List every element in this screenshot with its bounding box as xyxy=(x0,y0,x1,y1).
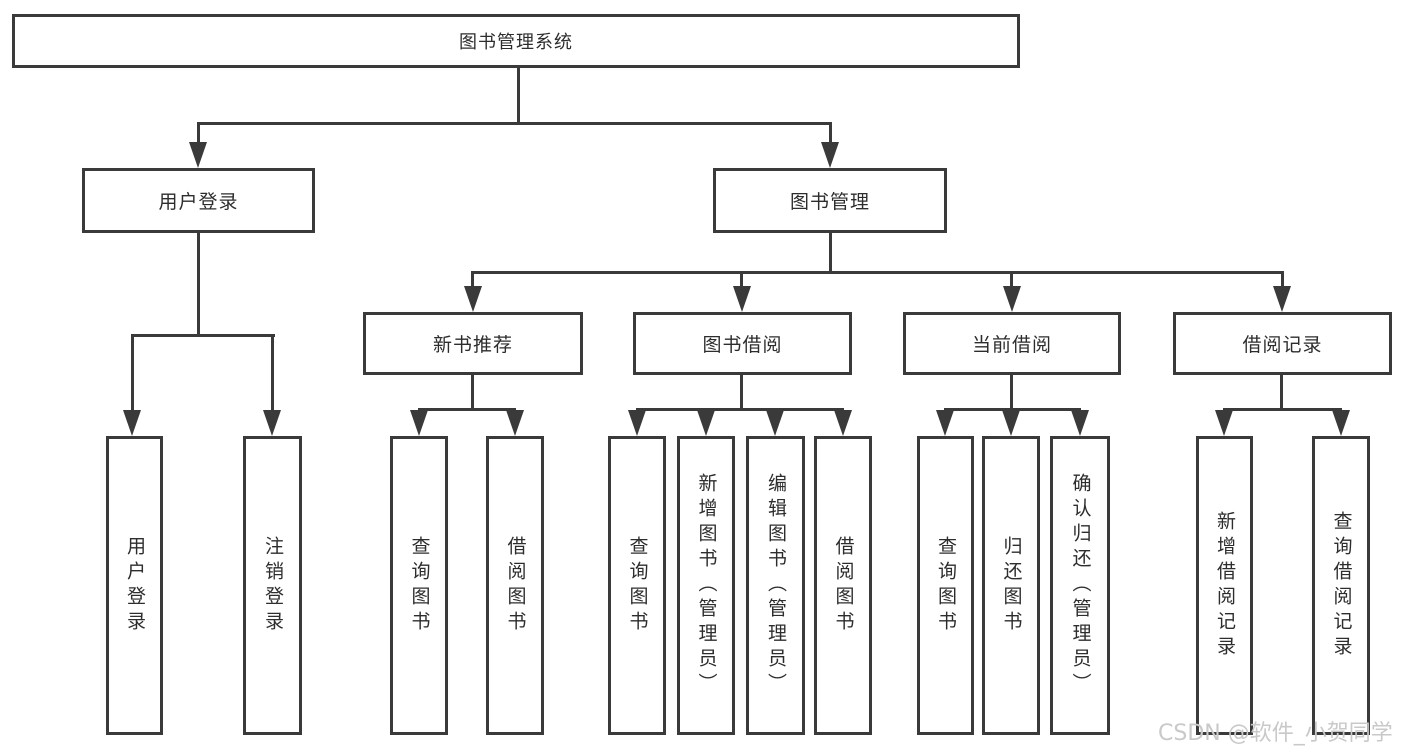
node-borrowing-records: 借阅记录 xyxy=(1173,312,1392,375)
node-new-book-recommendation: 新书推荐 xyxy=(363,312,583,375)
arrowhead-icon xyxy=(506,410,524,436)
connector-line xyxy=(1010,375,1013,411)
connector-line xyxy=(740,375,743,411)
connector-line xyxy=(1010,271,1013,288)
node-current-borrowing: 当前借阅 xyxy=(903,312,1121,375)
connector-line xyxy=(829,122,832,146)
node-book-management: 图书管理 xyxy=(713,168,947,233)
node-leaf-add-borrow-record: 新增借阅记录 xyxy=(1196,436,1253,735)
arrowhead-icon xyxy=(1002,410,1020,436)
connector-line xyxy=(517,68,520,124)
connector-line xyxy=(197,233,200,336)
arrowhead-icon xyxy=(1003,286,1021,312)
arrowhead-icon xyxy=(1273,286,1291,312)
node-library-system: 图书管理系统 xyxy=(12,14,1020,68)
arrowhead-icon xyxy=(263,410,281,436)
node-leaf-query-books-recommend: 查询图书 xyxy=(390,436,448,735)
watermark: CSDN @软件_小贺同学 xyxy=(1158,721,1393,746)
connector-line xyxy=(471,375,474,411)
arrowhead-icon xyxy=(733,286,751,312)
connector-line xyxy=(740,271,743,288)
connector-line xyxy=(271,334,274,414)
arrowhead-icon xyxy=(1071,410,1089,436)
node-leaf-query-books-borrowing: 查询图书 xyxy=(608,436,666,735)
node-leaf-add-books-admin: 新增图书（管理员） xyxy=(677,436,735,735)
connector-line xyxy=(197,122,200,146)
node-leaf-borrow-books-recommend: 借阅图书 xyxy=(486,436,544,735)
connector-line xyxy=(944,408,1081,411)
connector-line xyxy=(471,271,474,288)
connector-line xyxy=(471,271,1284,274)
node-leaf-query-borrow-record: 查询借阅记录 xyxy=(1312,436,1370,735)
node-leaf-borrow-books: 借阅图书 xyxy=(814,436,872,735)
node-leaf-user-login: 用户登录 xyxy=(106,436,163,735)
node-book-borrowing: 图书借阅 xyxy=(633,312,852,375)
node-leaf-confirm-return-admin: 确认归还（管理员） xyxy=(1050,436,1110,735)
arrowhead-icon xyxy=(766,410,784,436)
connector-line xyxy=(131,334,134,414)
arrowhead-icon xyxy=(697,410,715,436)
node-leaf-logout: 注销登录 xyxy=(243,436,302,735)
node-leaf-query-books-current: 查询图书 xyxy=(917,436,974,735)
arrowhead-icon xyxy=(936,410,954,436)
arrowhead-icon xyxy=(834,410,852,436)
connector-line xyxy=(1280,375,1283,411)
arrowhead-icon xyxy=(189,142,207,168)
node-leaf-return-books: 归还图书 xyxy=(982,436,1040,735)
connector-line xyxy=(636,408,844,411)
connector-line xyxy=(197,122,832,125)
arrowhead-icon xyxy=(1332,410,1350,436)
node-leaf-edit-books-admin: 编辑图书（管理员） xyxy=(746,436,805,735)
arrowhead-icon xyxy=(1215,410,1233,436)
arrowhead-icon xyxy=(123,410,141,436)
arrowhead-icon xyxy=(821,142,839,168)
arrowhead-icon xyxy=(410,410,428,436)
connector-line xyxy=(829,233,832,273)
node-user-login: 用户登录 xyxy=(82,168,315,233)
connector-line xyxy=(418,408,516,411)
connector-line xyxy=(131,334,275,337)
arrowhead-icon xyxy=(464,286,482,312)
connector-line xyxy=(1281,271,1284,288)
arrowhead-icon xyxy=(628,410,646,436)
connector-line xyxy=(1223,408,1342,411)
